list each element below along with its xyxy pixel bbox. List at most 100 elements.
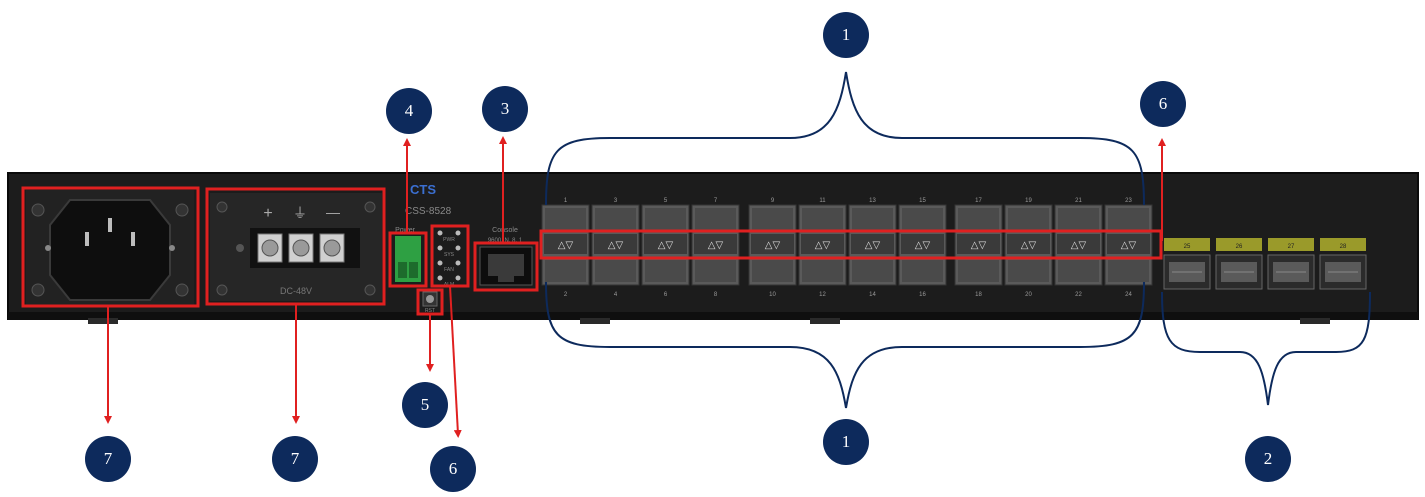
port-led-icon: △▽ <box>1121 240 1137 251</box>
callout-6-bottom: 6 <box>430 446 476 492</box>
port-led-icon: △▽ <box>815 240 831 251</box>
port-led-icon: △▽ <box>915 240 931 251</box>
port-number-bottom: 4 <box>614 292 618 298</box>
led-label-fan: FAN <box>444 267 454 273</box>
power-terminal-block <box>395 236 421 282</box>
port-led-strip <box>544 234 587 254</box>
port-led-strip <box>901 234 944 254</box>
port-column-7: △▽78 <box>691 198 740 298</box>
sfp-port-26[interactable]: 26 <box>1215 238 1263 290</box>
port-number-bottom: 16 <box>919 292 926 298</box>
led-label-sys: SYS <box>444 252 455 258</box>
system-led-panel <box>437 230 461 281</box>
port-led-strip <box>644 234 687 254</box>
port-number-bottom: 24 <box>1125 292 1132 298</box>
reset-button[interactable] <box>422 291 438 307</box>
port-led-strip <box>694 234 737 254</box>
bottom-port-slot[interactable] <box>902 260 943 282</box>
port-number-bottom: 2 <box>564 292 568 298</box>
chassis-foot <box>1300 318 1330 324</box>
led-label-pwr: PWR <box>443 237 455 243</box>
port-led-icon: △▽ <box>971 240 987 251</box>
port-number-top: 13 <box>869 198 876 204</box>
chassis-foot <box>580 318 610 324</box>
top-port-slot[interactable] <box>1058 208 1099 230</box>
port-led-strip <box>1057 234 1100 254</box>
top-port-slot[interactable] <box>545 208 586 230</box>
top-port-slot[interactable] <box>1108 208 1149 230</box>
dc-ground-label: ⏚ <box>293 206 307 222</box>
sfp-label-bar <box>1320 238 1366 251</box>
top-port-slot[interactable] <box>752 208 793 230</box>
sfp-port-28[interactable]: 28 <box>1319 238 1367 290</box>
callout-1-top: 1 <box>823 12 869 58</box>
reset-label: RST <box>425 308 435 314</box>
port-led-strip <box>801 234 844 254</box>
bottom-port-slot[interactable] <box>1058 260 1099 282</box>
port-number-top: 19 <box>1025 198 1032 204</box>
port-number-top: 17 <box>975 198 982 204</box>
bottom-port-slot[interactable] <box>695 260 736 282</box>
sfp-port-number: 25 <box>1184 244 1191 250</box>
port-led-strip <box>751 234 794 254</box>
bottom-port-slot[interactable] <box>958 260 999 282</box>
brand-logo: CTS <box>410 182 436 197</box>
arrow-6-led <box>449 285 462 438</box>
bottom-port-slot[interactable] <box>752 260 793 282</box>
port-led-row-highlight <box>539 229 1163 260</box>
sfp-port-number: 28 <box>1340 244 1347 250</box>
top-port-slot[interactable] <box>695 208 736 230</box>
top-port-slot[interactable] <box>958 208 999 230</box>
dc-voltage-label: DC-48V <box>280 286 312 296</box>
port-number-top: 9 <box>771 198 775 204</box>
top-port-slot[interactable] <box>1008 208 1049 230</box>
port-number-bottom: 6 <box>664 292 668 298</box>
group-1-top-brace <box>545 71 1145 206</box>
port-layer: △▽12△▽34△▽56△▽78△▽910△▽1112△▽1314△▽1516△… <box>541 198 1367 298</box>
callout-3: 3 <box>482 86 528 132</box>
port-number-bottom: 22 <box>1075 292 1082 298</box>
bottom-port-slot[interactable] <box>852 260 893 282</box>
port-column-23: △▽ 23 24 <box>1104 198 1153 298</box>
console-port-highlight <box>473 241 539 292</box>
port-number-top: 1 <box>564 198 568 204</box>
port-led-strip <box>1107 234 1150 254</box>
port-column-9: △▽910 <box>748 198 797 298</box>
top-port-slot[interactable] <box>645 208 686 230</box>
port-number-bottom: 10 <box>769 292 776 298</box>
callout-7-ac: 7 <box>85 436 131 482</box>
bottom-port-slot[interactable] <box>645 260 686 282</box>
chassis-foot <box>810 318 840 324</box>
bottom-port-slot[interactable] <box>1108 260 1149 282</box>
top-port-slot[interactable] <box>902 208 943 230</box>
sfp-port-27[interactable]: 27 <box>1267 238 1315 290</box>
chassis-foot <box>88 318 118 324</box>
port-number-top: 7 <box>714 198 718 204</box>
bottom-port-slot[interactable] <box>1008 260 1049 282</box>
sfp-port-25[interactable]: 25 <box>1163 238 1211 290</box>
callout-6-top: 6 <box>1140 81 1186 127</box>
port-led-icon: △▽ <box>865 240 881 251</box>
bottom-port-slot[interactable] <box>595 260 636 282</box>
callout-4: 4 <box>386 88 432 134</box>
port-led-icon: △▽ <box>558 240 574 251</box>
top-port-slot[interactable] <box>802 208 843 230</box>
port-number-top: 5 <box>664 198 668 204</box>
port-led-icon: △▽ <box>608 240 624 251</box>
bottom-port-slot[interactable] <box>802 260 843 282</box>
port-led-icon: △▽ <box>1021 240 1037 251</box>
top-port-slot[interactable] <box>852 208 893 230</box>
dc-minus-label: — <box>326 204 340 220</box>
top-port-slot[interactable] <box>595 208 636 230</box>
port-column-3: △▽34 <box>591 198 640 298</box>
console-port[interactable] <box>479 246 533 286</box>
dc-power-module <box>210 193 382 301</box>
callout-2: 2 <box>1245 436 1291 482</box>
model-label: CSS-8528 <box>405 206 452 217</box>
group-1-bottom-brace <box>545 281 1145 409</box>
bottom-port-slot[interactable] <box>545 260 586 282</box>
sfp-port-number: 27 <box>1288 244 1295 250</box>
port-number-top: 23 <box>1125 198 1132 204</box>
